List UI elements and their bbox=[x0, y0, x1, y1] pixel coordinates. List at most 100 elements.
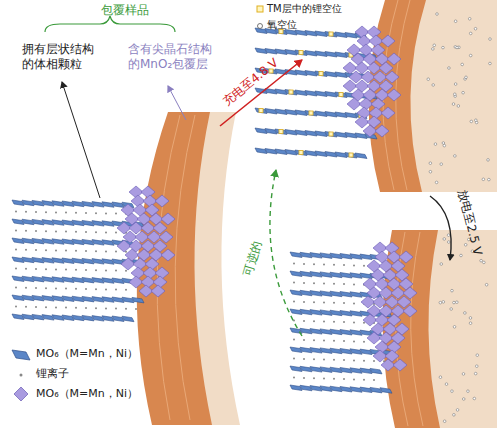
vacancy-square bbox=[339, 93, 343, 97]
lithium-dot bbox=[333, 283, 335, 285]
lithium-dot bbox=[313, 339, 315, 341]
octahedron-purple bbox=[161, 213, 175, 225]
lithium-dot bbox=[65, 269, 67, 271]
lithium-dot bbox=[303, 339, 305, 341]
lithium-dot bbox=[85, 212, 87, 214]
lithium-dot bbox=[75, 231, 77, 233]
lithium-dot bbox=[95, 212, 97, 214]
lithium-dot bbox=[45, 230, 47, 232]
lithium-dot bbox=[65, 288, 67, 290]
oxygen-vacancy-circle bbox=[454, 83, 457, 86]
octahedron-blue bbox=[12, 350, 30, 360]
lithium-dot bbox=[25, 211, 27, 213]
oxygen-vacancy-circle bbox=[474, 27, 477, 30]
discharge-arrow bbox=[430, 196, 451, 260]
octahedron-purple bbox=[403, 305, 417, 317]
oxygen-vacancy-circle bbox=[453, 301, 456, 304]
vacancy-square bbox=[299, 151, 303, 155]
lithium-dot bbox=[55, 287, 57, 289]
lithium-dot bbox=[115, 308, 117, 310]
oxygen-vacancy-circle bbox=[434, 143, 437, 146]
lithium-dot bbox=[95, 269, 97, 271]
lithium-dot bbox=[333, 302, 335, 304]
lithium-dot bbox=[20, 374, 23, 377]
vacancy-square bbox=[257, 6, 263, 12]
band-orange bbox=[137, 112, 212, 425]
lithium-dot bbox=[15, 268, 17, 270]
oxygen-vacancy-circle bbox=[453, 414, 456, 417]
lithium-dot bbox=[353, 283, 355, 285]
lithium-dot bbox=[105, 250, 107, 252]
lithium-dot bbox=[313, 301, 315, 303]
octahedron-purple bbox=[387, 341, 401, 353]
oxygen-vacancy-circle bbox=[489, 62, 492, 65]
oxygen-vacancy-circle bbox=[485, 283, 488, 286]
octahedron-purple bbox=[145, 258, 159, 270]
oxygen-vacancy-circle bbox=[469, 54, 472, 57]
layered-structure bbox=[255, 28, 377, 159]
lithium-dot bbox=[95, 288, 97, 290]
lithium-dot bbox=[15, 249, 17, 251]
oxygen-vacancy-circle bbox=[456, 46, 459, 49]
oxygen-vacancy-circle bbox=[443, 144, 446, 147]
oxygen-vacancy-circle bbox=[432, 84, 435, 87]
octahedron-purple bbox=[393, 359, 407, 371]
lithium-dot bbox=[15, 306, 17, 308]
lithium-dot bbox=[293, 263, 295, 265]
oxygen-vacancy-circle bbox=[447, 241, 450, 244]
octahedron-tile bbox=[380, 388, 392, 394]
lithium-dot bbox=[35, 211, 37, 213]
lithium-dot bbox=[65, 212, 67, 214]
oxygen-vacancies bbox=[427, 13, 491, 184]
lithium-dot bbox=[323, 283, 325, 285]
oxygen-vacancy-circle bbox=[433, 44, 436, 47]
diagram-label: 拥有层状结构的体相颗粒 bbox=[22, 42, 98, 72]
brace bbox=[45, 16, 175, 32]
lithium-dot bbox=[55, 249, 57, 251]
lithium-dot bbox=[75, 288, 77, 290]
lithium-dot bbox=[313, 282, 315, 284]
lithium-dot bbox=[25, 287, 27, 289]
oxygen-vacancy-circle bbox=[454, 93, 457, 96]
lithium-dot bbox=[25, 230, 27, 232]
spinel-cluster bbox=[361, 242, 417, 371]
lithium-dot bbox=[105, 288, 107, 290]
oxygen-vacancy-circle bbox=[442, 46, 445, 49]
lithium-dot bbox=[15, 230, 17, 232]
legend-text: TM层中的锂空位 bbox=[267, 3, 342, 16]
vacancy-square bbox=[279, 30, 283, 34]
octahedron-purple bbox=[155, 195, 169, 207]
oxygen-vacancy-circle bbox=[480, 259, 483, 262]
oxygen-vacancy-circle bbox=[447, 234, 450, 237]
leader-arrow bbox=[168, 86, 186, 120]
lithium-dot bbox=[65, 231, 67, 233]
lithium-dot bbox=[293, 358, 295, 360]
oxygen-vacancy-circle bbox=[489, 38, 492, 41]
oxygen-vacancy-circle bbox=[454, 20, 457, 23]
oxygen-vacancy-circle bbox=[429, 162, 432, 165]
vacancy-square bbox=[329, 132, 333, 136]
lithium-dot bbox=[323, 340, 325, 342]
legend-text: 氧空位 bbox=[267, 19, 297, 32]
oxygen-vacancy-circle bbox=[482, 178, 485, 181]
lithium-dot bbox=[293, 339, 295, 341]
lithium-dot bbox=[363, 322, 365, 324]
lithium-dot bbox=[333, 378, 335, 380]
oxygen-vacancy-circle bbox=[453, 326, 456, 329]
lithium-dot bbox=[135, 308, 137, 310]
layered-structure bbox=[12, 200, 144, 322]
lithium-dot bbox=[333, 321, 335, 323]
oxygen-vacancy-circle bbox=[454, 155, 457, 158]
diagram-label: 含有尖晶石结构的MnO₂包覆层 bbox=[128, 42, 220, 72]
leader-arrow bbox=[62, 82, 100, 198]
band-streak bbox=[396, 232, 423, 426]
oxygen-vacancy-circle bbox=[427, 78, 430, 81]
lithium-dot bbox=[313, 358, 315, 360]
oxygen-vacancy-circle bbox=[462, 91, 465, 94]
legend-text: MO₆（M=Mn，Ni） bbox=[36, 387, 138, 401]
oxygen-vacancy-circle bbox=[483, 261, 486, 264]
layered-structure bbox=[290, 252, 392, 393]
oxygen-vacancy-circle bbox=[443, 420, 446, 423]
lithium-dot bbox=[105, 212, 107, 214]
lithium-dot bbox=[323, 359, 325, 361]
